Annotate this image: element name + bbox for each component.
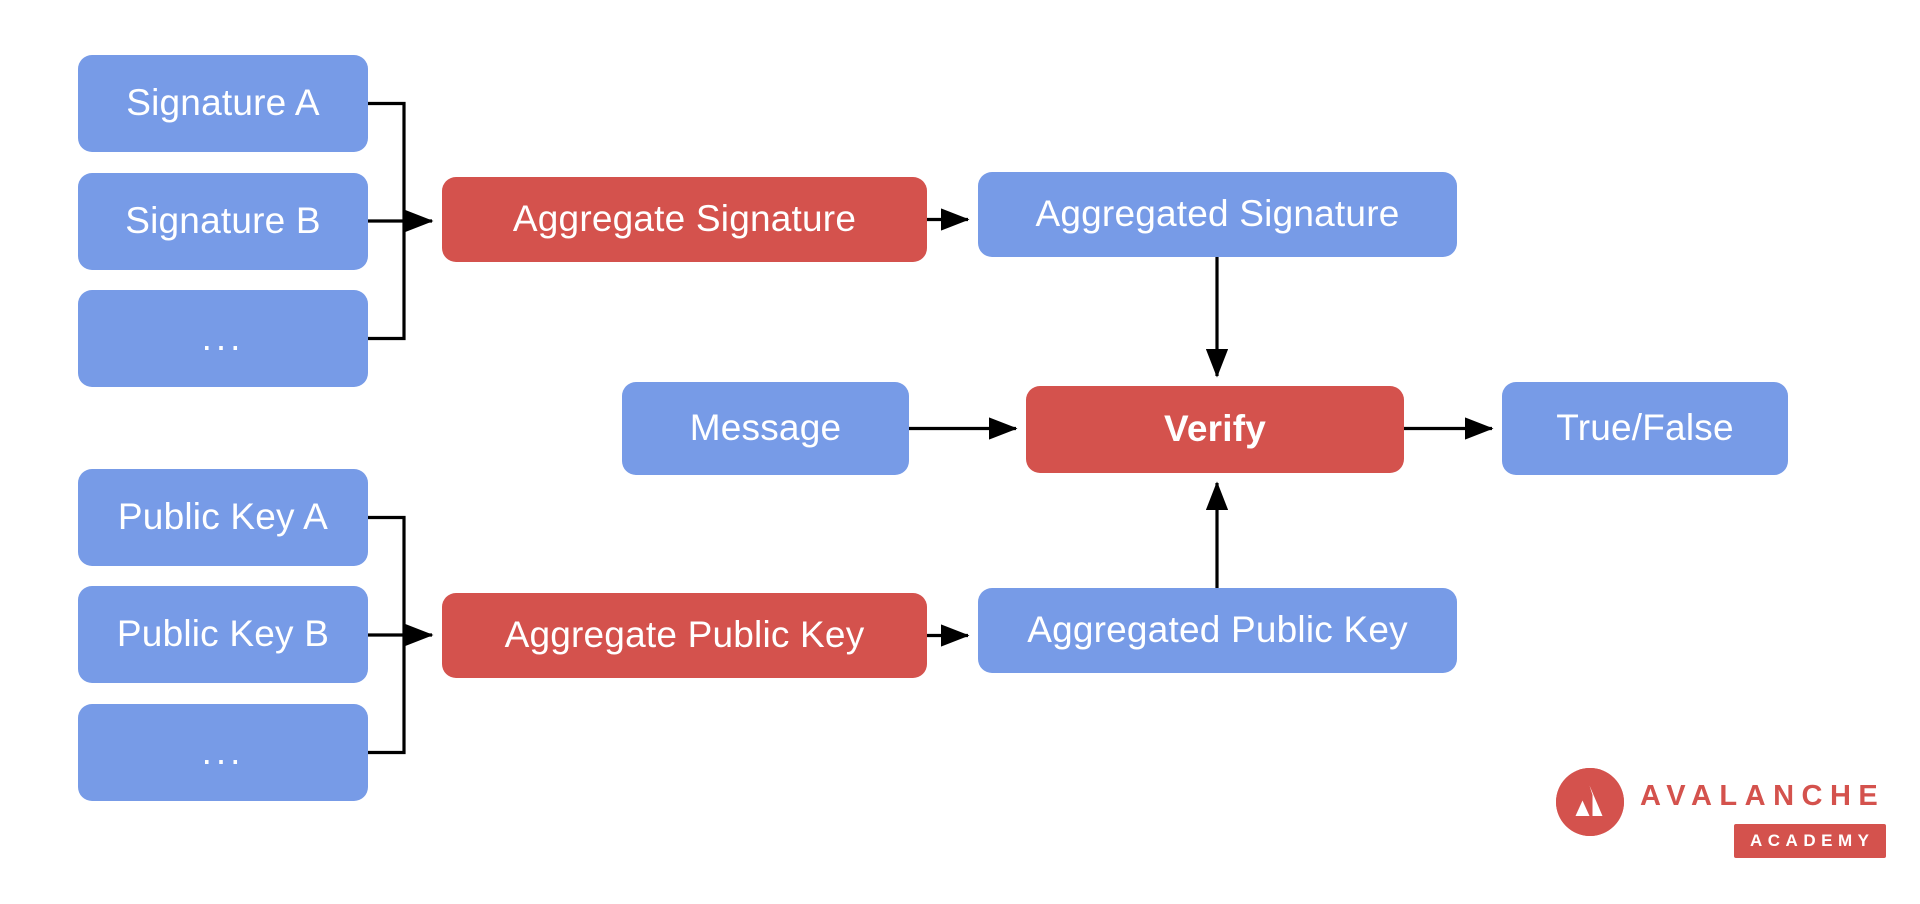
- edge-public-key-more-to-aggregate: [368, 635, 406, 755]
- node-true-false[interactable]: True/False: [1502, 382, 1788, 475]
- node-aggregate-public-key[interactable]: Aggregate Public Key: [442, 593, 927, 678]
- node-message[interactable]: Message: [622, 382, 909, 475]
- edge-signature-a-to-aggregate: [368, 101, 406, 221]
- node-aggregate-signature[interactable]: Aggregate Signature: [442, 177, 927, 262]
- edge-signature-more-to-aggregate: [368, 221, 406, 341]
- node-public-key-more[interactable]: ...: [78, 704, 368, 801]
- avalanche-mark-icon: [1556, 768, 1624, 836]
- node-aggregated-public-key[interactable]: Aggregated Public Key: [978, 588, 1457, 673]
- avalanche-academy-logo: AVALANCHE ACADEMY: [1556, 766, 1887, 864]
- node-signature-more[interactable]: ...: [78, 290, 368, 387]
- node-signature-a[interactable]: Signature A: [78, 55, 368, 152]
- node-signature-b[interactable]: Signature B: [78, 173, 368, 270]
- node-public-key-b[interactable]: Public Key B: [78, 586, 368, 683]
- node-public-key-a[interactable]: Public Key A: [78, 469, 368, 566]
- node-verify[interactable]: Verify: [1026, 386, 1404, 473]
- avalanche-wordmark: AVALANCHE: [1640, 780, 1886, 812]
- node-aggregated-signature[interactable]: Aggregated Signature: [978, 172, 1457, 257]
- academy-badge: ACADEMY: [1734, 824, 1887, 858]
- edge-public-key-a-to-aggregate: [368, 515, 406, 635]
